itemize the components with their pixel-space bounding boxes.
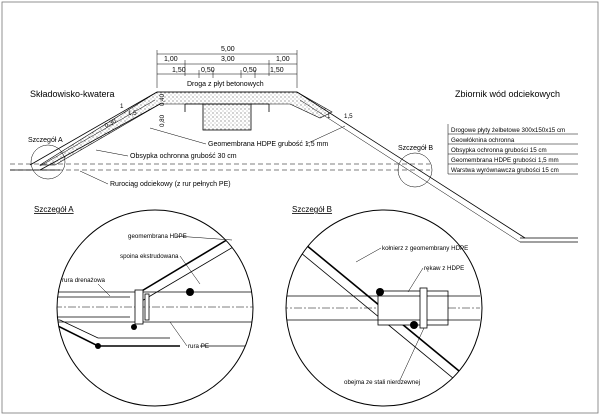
road-label: Droga z płyt betonowych <box>187 81 264 88</box>
layer-3: Obsypka ochronna grubości 15 cm <box>451 147 547 154</box>
detail-b-collar: kołnierz z geomembrany HDPE <box>382 245 468 252</box>
dim-h2: 0,40 <box>159 93 166 106</box>
detail-b-content <box>286 239 480 389</box>
detail-a-marker <box>30 144 66 180</box>
dimension-lines <box>156 50 298 88</box>
detail-a-circle <box>56 209 254 407</box>
road-trench <box>202 103 252 131</box>
detail-a-weld: spoina ekstrudowana <box>120 253 179 260</box>
label-geomembrane: Geomembrana HDPE grubość 1,5 mm <box>208 141 328 148</box>
dim-right: 1,00 <box>276 56 290 63</box>
dim-h1: 0,80 <box>159 114 166 127</box>
slope-left-2: 1,5 <box>128 110 137 117</box>
dim-row2-1: 1,50 <box>172 67 186 74</box>
layer-1: Drogowe płyty żelbetowe 300x150x15 cm <box>451 127 565 134</box>
detail-a-ref: Szczegół A <box>28 137 63 144</box>
dim-left: 1,00 <box>164 56 178 63</box>
dim-row2-4: 1,50 <box>270 67 284 74</box>
label-pipe: Rurociąg odciekowy (z rur pełnych PE) <box>110 181 231 188</box>
slope-right-2: 1,5 <box>344 113 353 120</box>
detail-b-title: Szczegół B <box>292 205 332 214</box>
dim-row2-3: 0,50 <box>243 67 257 74</box>
layer-5: Warstwa wyrównawcza grubości 15 cm <box>451 167 559 174</box>
title-right: Zbiornik wód odciekowych <box>455 89 560 99</box>
layer-4: Geomembrana HDPE grubości 1,5 mm <box>451 157 559 164</box>
dim-row2-2: 0,50 <box>201 67 215 74</box>
title-left: Składowisko-kwatera <box>30 89 115 99</box>
detail-a-drain: rura drenażowa <box>62 277 106 284</box>
detail-b-sleeve: rękaw z HDPE <box>424 265 464 272</box>
dim-total: 5,00 <box>221 46 235 53</box>
slope-left-1: 1 <box>120 103 124 110</box>
detail-a-pe-pipe: rura PE <box>188 343 209 350</box>
layer-legend <box>447 124 578 175</box>
label-cover: Obsypka ochronna grubość 30 cm <box>130 153 237 160</box>
detail-a-title: Szczegół A <box>34 205 74 214</box>
layer-2: Geowłóknina ochronna <box>451 137 515 144</box>
detail-b-marker <box>397 152 433 188</box>
dim-mid: 3,00 <box>221 56 235 63</box>
detail-b-clamp: obejma ze stali nierdzewnej <box>344 379 420 386</box>
slope-right-1: 1 <box>327 113 331 120</box>
detail-b-ref: Szczegół B <box>398 145 433 152</box>
detail-a-geomembrane: geomembrana HDPE <box>128 233 187 240</box>
